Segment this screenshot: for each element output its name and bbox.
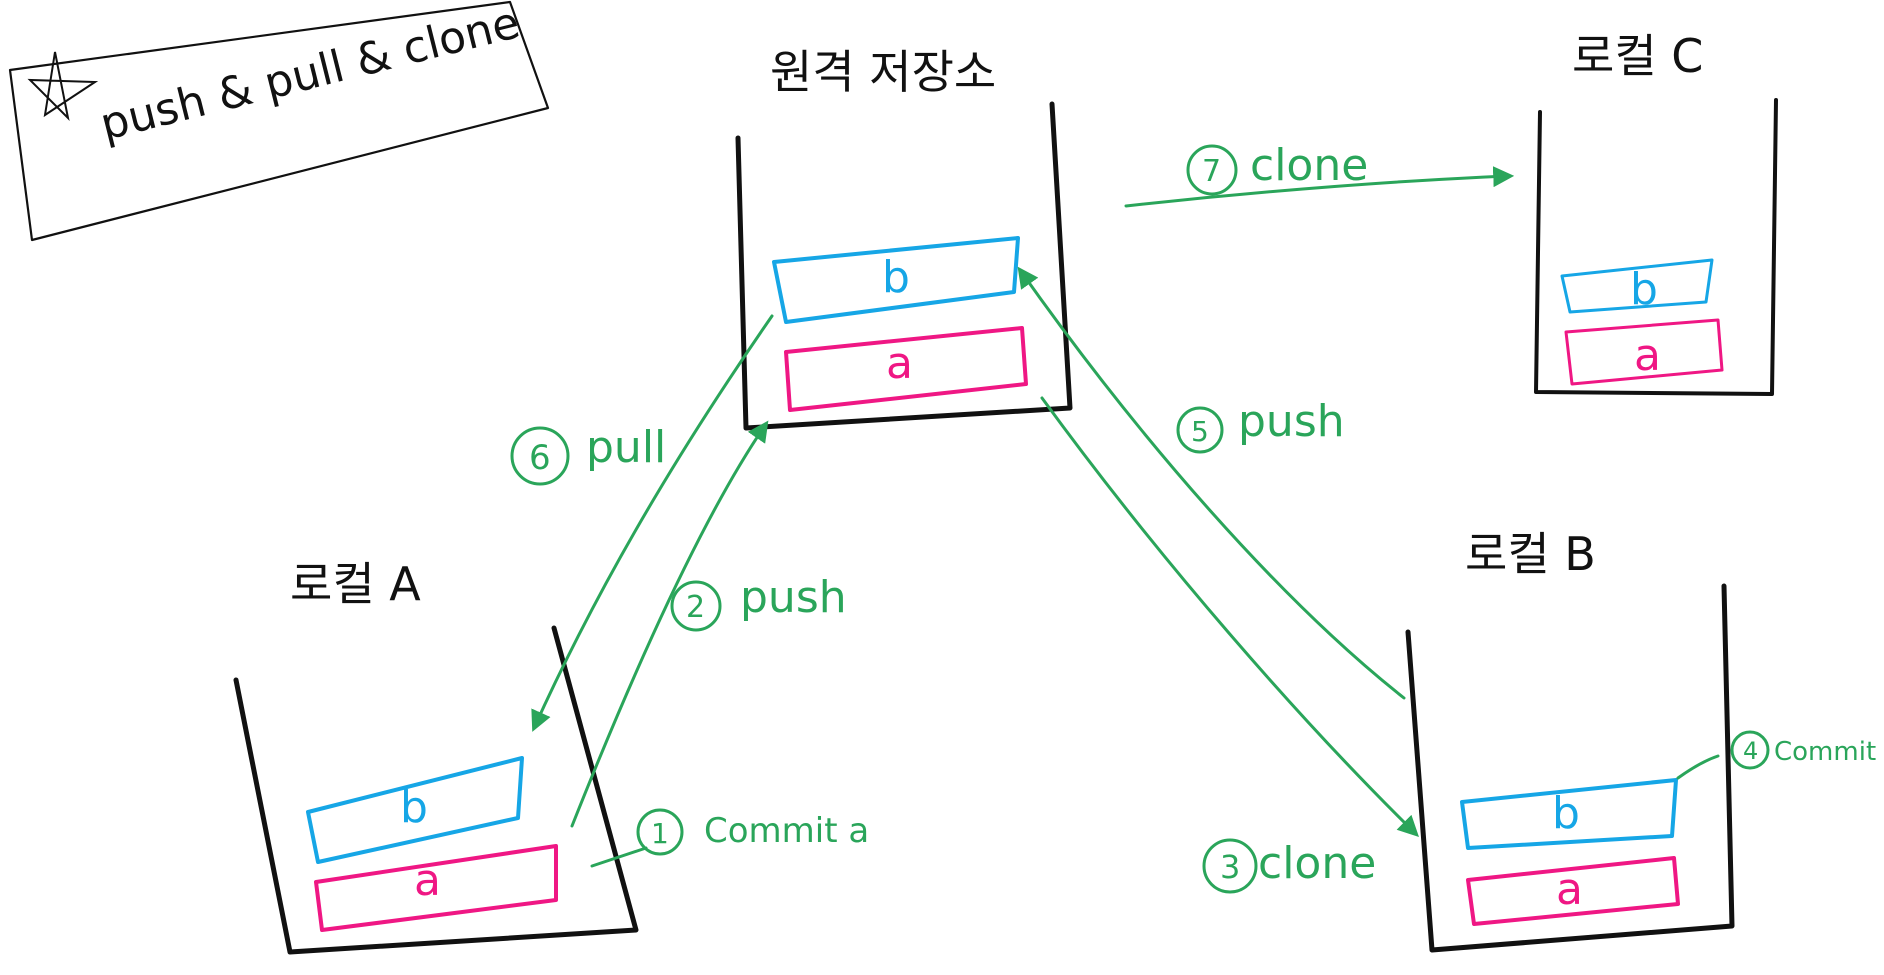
flow-arrows (531, 166, 1720, 868)
local-a-label: 로컬 A (290, 557, 421, 611)
local-b-label: 로컬 B (1465, 527, 1596, 581)
local-c-container (1534, 98, 1778, 396)
local-b-commit-a-letter: a (1556, 864, 1583, 915)
step-7-number: 7 (1202, 154, 1221, 189)
step-3: 3 clone (1202, 838, 1376, 894)
step-7: 7 clone (1186, 140, 1368, 196)
local-c-commit-a-letter: a (1634, 330, 1661, 381)
local-b-commit-b (1460, 778, 1678, 850)
step-2-badge (670, 580, 722, 632)
remote-commit-a-letter: a (886, 338, 913, 389)
local-b-container (1405, 583, 1735, 953)
title-note-text: push & pull & clone (95, 0, 524, 151)
local-c-commit-a (1564, 318, 1724, 386)
local-a-commit-a-letter: a (414, 855, 441, 906)
step-1-label: Commit a (704, 811, 869, 851)
title-note: push & pull & clone (8, 0, 550, 242)
local-b: 로컬 B b a (1405, 527, 1735, 953)
step-6-badge (510, 426, 570, 486)
connector-commit-a (590, 846, 648, 868)
star-icon (27, 51, 99, 122)
step-5: 5 push (1176, 396, 1345, 454)
step-1-badge (636, 808, 684, 856)
local-b-commit-a (1466, 856, 1680, 926)
arrow-push-b-to-remote (1017, 266, 1406, 700)
step-6-number: 6 (529, 438, 551, 478)
local-a-commit-b (306, 756, 524, 864)
step-7-badge (1186, 144, 1238, 196)
connector-commit-b (1676, 754, 1720, 780)
step-3-label: clone (1258, 838, 1376, 889)
step-3-badge (1202, 838, 1258, 894)
arrow-push-a-to-remote (570, 420, 769, 828)
step-2-label: push (740, 572, 847, 623)
step-4: 4 Commit b (1730, 730, 1884, 770)
remote-commit-b-letter: b (882, 252, 910, 303)
step-7-label: clone (1250, 140, 1368, 191)
step-3-number: 3 (1220, 848, 1240, 886)
step-6: 6 pull (510, 422, 666, 486)
local-c-commit-b-letter: b (1630, 264, 1658, 315)
local-a-commit-b-letter: b (400, 782, 428, 833)
step-6-label: pull (586, 422, 666, 473)
step-5-label: push (1238, 396, 1345, 447)
step-4-number: 4 (1743, 737, 1758, 765)
remote-commit-a (784, 326, 1028, 412)
step-5-number: 5 (1191, 415, 1209, 448)
step-4-label: Commit b (1774, 737, 1884, 767)
step-2-number: 2 (686, 590, 705, 625)
remote-repo-container (735, 101, 1073, 431)
local-a: 로컬 A b a (233, 557, 639, 955)
local-c: 로컬 C b a (1534, 29, 1778, 396)
step-1-number: 1 (651, 817, 669, 850)
arrow-clone-remote-to-b (1040, 396, 1419, 837)
local-b-commit-b-letter: b (1552, 788, 1580, 839)
remote-repo-label: 원격 저장소 (770, 45, 996, 99)
local-a-container (233, 625, 639, 955)
arrow-pull-remote-to-a (531, 314, 774, 732)
title-note-frame (8, 0, 550, 242)
step-1: 1 Commit a (636, 808, 869, 856)
remote-commit-b (772, 236, 1020, 324)
local-a-commit-a (314, 844, 558, 932)
arrow-clone-remote-to-c (1124, 166, 1515, 208)
step-2: 2 push (670, 572, 847, 632)
step-5-badge (1176, 406, 1224, 454)
local-c-commit-b (1560, 258, 1714, 314)
local-c-label: 로컬 C (1572, 29, 1703, 83)
remote-repo: 원격 저장소 b a (735, 45, 1073, 431)
step-4-badge (1730, 730, 1770, 770)
